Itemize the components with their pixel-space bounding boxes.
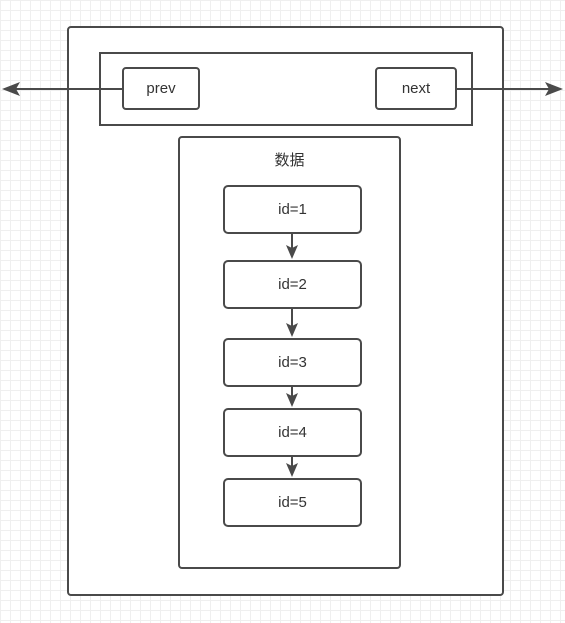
data-container-label: 数据 — [274, 151, 305, 169]
item-label: id=4 — [278, 424, 307, 441]
item-label: id=1 — [278, 201, 307, 218]
prev-arrowhead — [2, 82, 20, 96]
item-label: id=5 — [278, 494, 307, 511]
next-label: next — [401, 80, 431, 97]
prev-pointer-box: prev — [122, 67, 200, 110]
item-label: id=3 — [278, 354, 307, 371]
item-node-1: id=1 — [223, 185, 362, 234]
item-node-2: id=2 — [223, 260, 362, 309]
item-node-5: id=5 — [223, 478, 362, 527]
item-node-4: id=4 — [223, 408, 362, 457]
next-arrowhead — [545, 82, 563, 96]
item-node-3: id=3 — [223, 338, 362, 387]
item-label: id=2 — [278, 276, 307, 293]
prev-label: prev — [146, 80, 176, 97]
next-pointer-box: next — [375, 67, 457, 110]
